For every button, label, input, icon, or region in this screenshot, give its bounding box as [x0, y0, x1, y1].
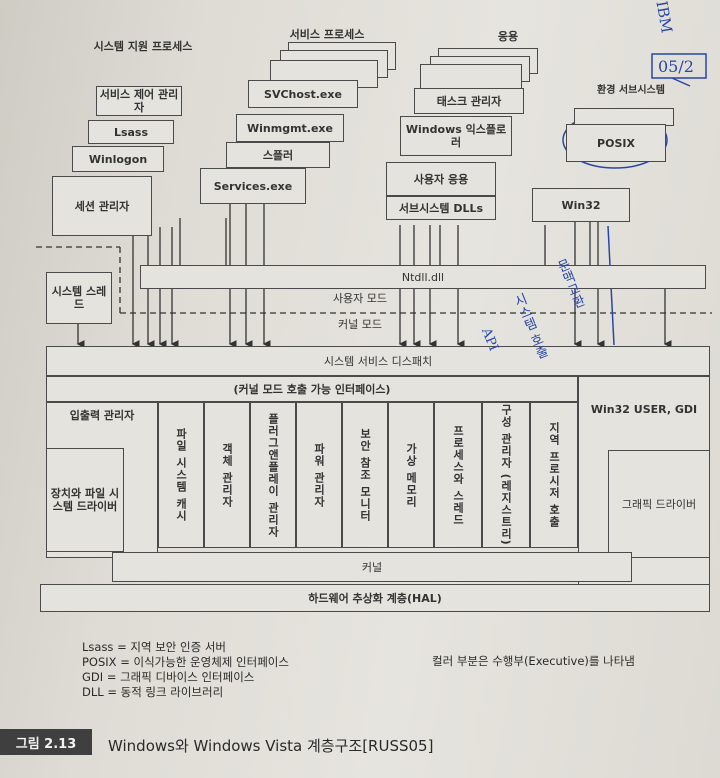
- executive-column: 가상 메모리: [388, 402, 434, 548]
- services-exe-box: Services.exe: [200, 168, 306, 204]
- user-mode-label: 사용자 모드: [332, 292, 388, 305]
- figure-caption: Windows와 Windows Vista 계층구조[RUSS05]: [108, 737, 434, 755]
- windows-explorer-box: Windows 익스플로러: [400, 116, 512, 156]
- svchost-box: SVChost.exe: [248, 80, 358, 108]
- subsystem-dlls-box: 서브시스템 DLLs: [386, 196, 496, 220]
- lsass-box: Lsass: [88, 120, 174, 144]
- session-manager-box: 세션 관리자: [52, 176, 152, 236]
- posix-box: POSIX: [566, 124, 666, 162]
- service-process-label: 서비스 프로세스: [289, 28, 365, 41]
- executive-column: 구성 관리자 (레지스트리): [482, 402, 530, 548]
- task-manager-box: 태스크 관리자: [414, 88, 524, 114]
- legend-item: POSIX = 이식가능한 운영체제 인터페이스: [82, 655, 289, 669]
- executive-column: 파워 관리자: [296, 402, 342, 548]
- legend-item: DLL = 동적 링크 라이브러리: [82, 685, 224, 699]
- kernel-bar: 커널: [112, 552, 632, 582]
- legend: Lsass = 지역 보안 인증 서버 POSIX = 이식가능한 운영체제 인…: [82, 640, 289, 700]
- executive-column: 플러그앤플레이 관리자: [250, 402, 296, 548]
- hal-bar: 하드웨어 추상화 계층(HAL): [40, 584, 710, 612]
- legend-item: Lsass = 지역 보안 인증 서버: [82, 640, 226, 654]
- winmgmt-box: Winmgmt.exe: [236, 114, 344, 142]
- service-control-manager-box: 서비스 제어 관리자: [96, 86, 182, 116]
- system-service-dispatch-bar: 시스템 서비스 디스패치: [46, 346, 710, 376]
- device-fs-drivers-box: 장치와 파일 시스템 드라이버: [46, 448, 124, 552]
- winlogon-box: Winlogon: [72, 146, 164, 172]
- win32-box: Win32: [532, 188, 630, 222]
- executive-column: 파일 시스템 캐시: [158, 402, 204, 548]
- ntdll-bar: Ntdll.dll: [140, 265, 706, 289]
- graphic-drivers-box: 그래픽 드라이버: [608, 450, 710, 558]
- app-stack-layer: [420, 64, 522, 90]
- kernel-callable-interface-bar: (커널 모드 호출 가능 인터페이스): [46, 376, 578, 402]
- executive-column: 객체 관리자: [204, 402, 250, 548]
- kernel-mode-label: 커널 모드: [338, 318, 382, 331]
- legend-item: GDI = 그래픽 디바이스 인터페이스: [82, 670, 255, 684]
- executive-column: 보안 참조 모니터: [342, 402, 388, 548]
- system-threads-box: 시스템 스레드: [46, 272, 112, 324]
- executive-column: 지역 프로시저 호출: [530, 402, 578, 548]
- handwriting-number: 05/2: [658, 57, 694, 76]
- color-note: 컬러 부분은 수행부(Executive)를 나타냄: [432, 654, 635, 668]
- environment-subsystem-label: 환경 서브시스템: [597, 85, 665, 96]
- executive-column: 프로세스와 스레드: [434, 402, 482, 548]
- user-application-box: 사용자 응용: [386, 162, 496, 196]
- spooler-box: 스플러: [226, 142, 330, 168]
- system-support-label: 시스템 지원 프로세스: [93, 40, 193, 53]
- applications-label: 응용: [497, 30, 519, 43]
- figure-number: 그림 2.13: [0, 729, 92, 755]
